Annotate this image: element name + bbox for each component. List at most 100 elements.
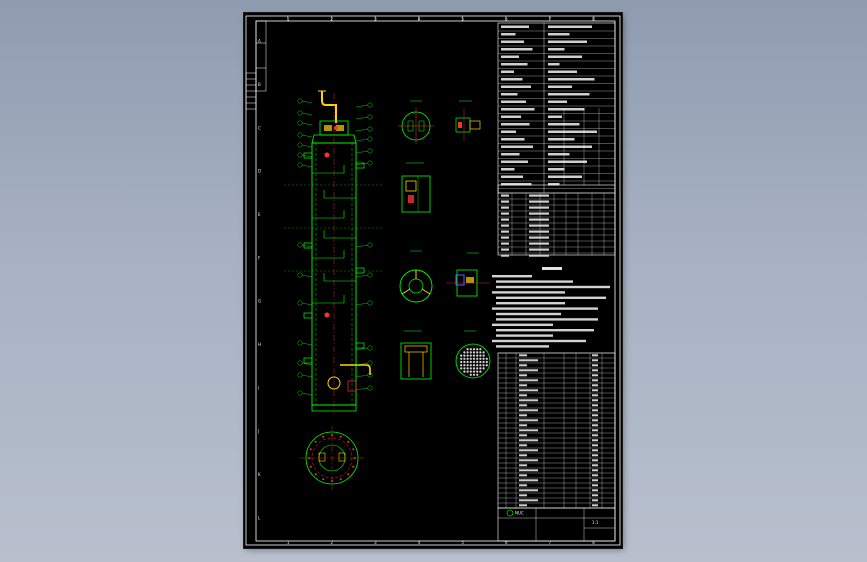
zone-number: 1 [287, 540, 290, 545]
item-balloon [297, 372, 303, 378]
leader-line [301, 100, 313, 104]
bolt-hole [347, 440, 350, 443]
perforation [472, 364, 476, 367]
bolt-hole [354, 457, 356, 459]
cell-text [501, 55, 519, 58]
cell-text [592, 379, 598, 382]
cell-text [548, 40, 587, 43]
cell-text [501, 218, 509, 221]
cell-text [501, 93, 518, 96]
cell-text [519, 499, 538, 502]
item-balloon [297, 98, 303, 104]
cell-text [592, 389, 598, 392]
zone-number: 8 [592, 17, 595, 22]
item-balloon [297, 162, 303, 168]
cell-text [501, 25, 529, 28]
cell-text [548, 55, 582, 58]
item-balloon [367, 136, 373, 142]
cell-text [529, 200, 549, 203]
cell-text [592, 469, 598, 472]
cell-text [501, 242, 509, 245]
perforation [463, 364, 466, 367]
cell-text [519, 464, 527, 467]
tower-column[interactable] [284, 90, 384, 413]
perforation [472, 348, 476, 351]
leader-line [301, 342, 313, 346]
cell-text [501, 63, 528, 66]
zone-number: 2 [330, 17, 333, 22]
perforation [469, 373, 472, 376]
leader-line [301, 274, 313, 278]
bolt-hole [322, 435, 325, 438]
cell-text [529, 236, 549, 239]
cell-text [501, 183, 532, 186]
item-balloon [297, 272, 303, 278]
cell-text [519, 459, 538, 462]
stamp-block [255, 20, 267, 92]
cell-text [501, 254, 509, 257]
cell-text [548, 78, 595, 81]
item-balloon [367, 126, 373, 132]
leader-line [301, 144, 313, 148]
requirement-line [496, 318, 598, 321]
bolt-hole [347, 473, 350, 476]
bolt-hole [331, 480, 333, 482]
leader-line [355, 374, 369, 378]
bolt-hole [309, 465, 312, 468]
requirement-line [496, 312, 561, 316]
leader-line [355, 362, 369, 366]
cell-text [519, 409, 538, 412]
perforation [466, 357, 469, 360]
item-balloon [297, 360, 303, 366]
title-scale: 1:1 [592, 520, 599, 525]
perforation [476, 360, 479, 364]
cell-text [548, 48, 565, 51]
leader-line [301, 362, 313, 366]
cell-text [592, 474, 598, 477]
leader-line [301, 122, 313, 126]
cell-text [501, 206, 509, 209]
leader-line [301, 374, 313, 378]
item-balloon [367, 160, 373, 166]
zone-number: 7 [549, 540, 552, 545]
zone-number: 4 [418, 540, 421, 545]
bolt-hole [339, 478, 342, 481]
cell-text [548, 145, 592, 148]
perforation [479, 360, 482, 364]
requirement-line [492, 307, 598, 310]
cell-text [519, 474, 527, 477]
zone-number: 6 [505, 17, 508, 22]
cell-text [501, 248, 509, 251]
cell-text [592, 484, 598, 487]
item-balloon [297, 120, 303, 126]
zone-number: 2 [330, 540, 333, 545]
item-balloon [367, 300, 373, 306]
leader-line [355, 150, 369, 154]
cell-text [529, 224, 549, 227]
cell-text [592, 449, 598, 452]
perforation [463, 351, 466, 354]
cell-text [592, 359, 598, 362]
cell-text [501, 153, 520, 156]
technical-tables[interactable]: NUC 1:1 [492, 22, 616, 542]
perforation [479, 364, 482, 367]
column-plan-view[interactable] [300, 426, 364, 490]
zone-letter: G [258, 299, 261, 304]
cell-text [592, 399, 598, 402]
detail-views[interactable] [398, 100, 491, 380]
leader-line [355, 116, 369, 120]
perforation [469, 360, 472, 364]
perforation [460, 364, 463, 367]
cell-text [501, 194, 509, 197]
cell-text [501, 236, 509, 239]
requirement-line [496, 296, 606, 299]
zone-letter: A [258, 39, 261, 44]
perforation [466, 351, 469, 354]
zone-number: 4 [418, 17, 421, 22]
cell-text [501, 48, 533, 51]
cell-text [501, 40, 524, 43]
bolt-hole [308, 457, 310, 459]
title-block[interactable]: NUC 1:1 [497, 507, 616, 542]
